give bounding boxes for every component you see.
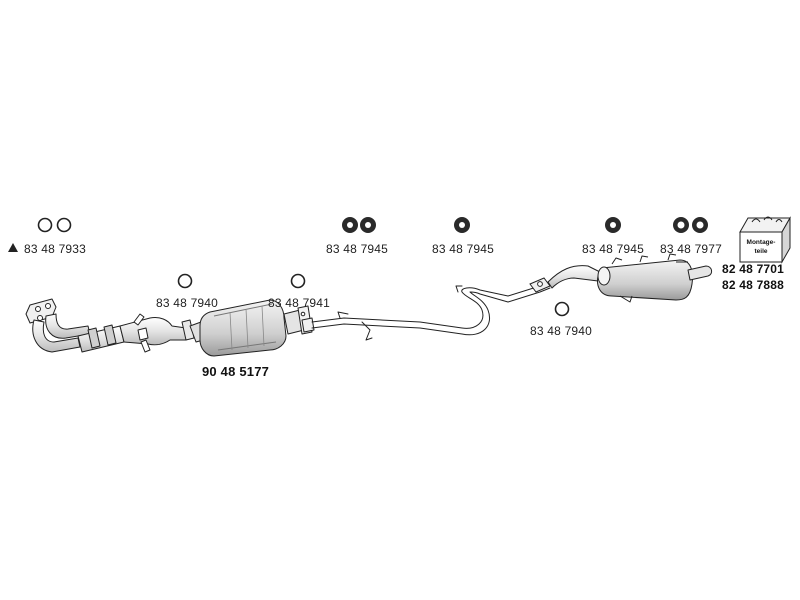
- part-number-rubber-hanger-2: 83 48 7945: [432, 242, 495, 256]
- part-number-catalytic-converter: 90 48 5177: [202, 364, 270, 379]
- part-number-gasket-cat-inlet: 83 48 7940: [156, 296, 219, 310]
- gasket-ring-cat-inlet: [177, 273, 193, 289]
- rubber-hanger-pair-4: [673, 217, 708, 233]
- mounting-kit-box: Montage- teile: [739, 216, 791, 264]
- front-pipe-manifold: [25, 298, 195, 353]
- part-number-rubber-hanger-1: 83 48 7945: [326, 242, 389, 256]
- kit-box-label-line1: Montage-: [747, 239, 776, 246]
- warning-triangle-icon: [8, 243, 18, 252]
- rubber-hanger-single-2: [454, 217, 470, 233]
- gasket-ring-pair-front: [37, 217, 72, 233]
- gasket-ring-rear: [554, 301, 570, 317]
- rear-muffler-part: [547, 253, 713, 303]
- gasket-ring-cat-outlet: [290, 273, 306, 289]
- rubber-hanger-pair-1: [342, 217, 376, 233]
- part-number-mounting-kit-1: 82 48 7701: [722, 262, 785, 276]
- part-number-gasket-rear: 83 48 7940: [530, 324, 593, 338]
- rear-pipe-flange: [529, 277, 551, 293]
- part-number-rubber-hanger-3: 83 48 7945: [582, 242, 645, 256]
- rubber-hanger-single-3: [605, 217, 621, 233]
- middle-pipe-part: [301, 281, 551, 341]
- part-number-gasket-cat-outlet: 83 48 7941: [268, 296, 331, 310]
- part-number-gasket-front: 83 48 7933: [24, 242, 87, 256]
- kit-box-label-line2: teile: [754, 248, 767, 255]
- part-number-rubber-hanger-4: 83 48 7977: [660, 242, 723, 256]
- part-number-mounting-kit-2: 82 48 7888: [722, 278, 785, 292]
